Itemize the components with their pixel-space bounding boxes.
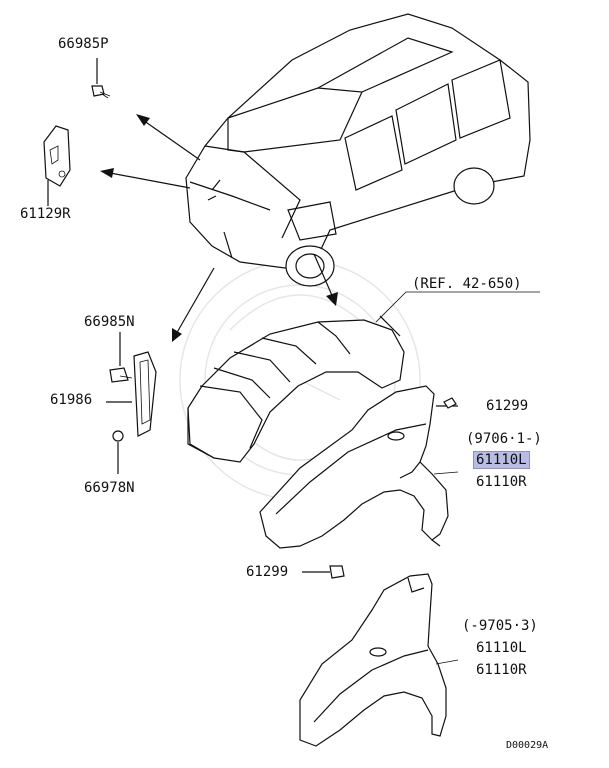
label-61110L-old: 61110L [476, 640, 527, 656]
van-body [185, 13, 531, 287]
label-61110R-old: 61110R [476, 662, 527, 678]
label-date-old: (-9705·3) [462, 618, 538, 634]
fastener-group-left [106, 332, 157, 474]
label-61110L-new[interactable]: 61110L [473, 451, 530, 469]
bracket-61129R [43, 125, 71, 206]
label-66985N: 66985N [84, 314, 135, 330]
label-61110R-new: 61110R [476, 474, 527, 490]
label-61299-bottom: 61299 [246, 564, 289, 580]
label-61129R: 61129R [20, 206, 71, 222]
label-date-new: (9706·1-) [466, 431, 542, 447]
label-ref-42-650: (REF. 42-650) [412, 276, 522, 292]
bolt-66985P [91, 58, 111, 99]
label-61986: 61986 [50, 392, 93, 408]
diagram-id: D00029A [506, 740, 549, 751]
leader-lines [375, 291, 540, 665]
pointer-arrows [100, 114, 338, 342]
label-66985P: 66985P [58, 36, 109, 52]
bolt-61299-bottom [302, 565, 345, 579]
label-61299-top: 61299 [486, 398, 529, 414]
wheel-house-liner [187, 315, 405, 463]
front-fender-old [299, 573, 447, 747]
front-fender-new [259, 385, 458, 549]
label-66978N: 66978N [84, 480, 135, 496]
